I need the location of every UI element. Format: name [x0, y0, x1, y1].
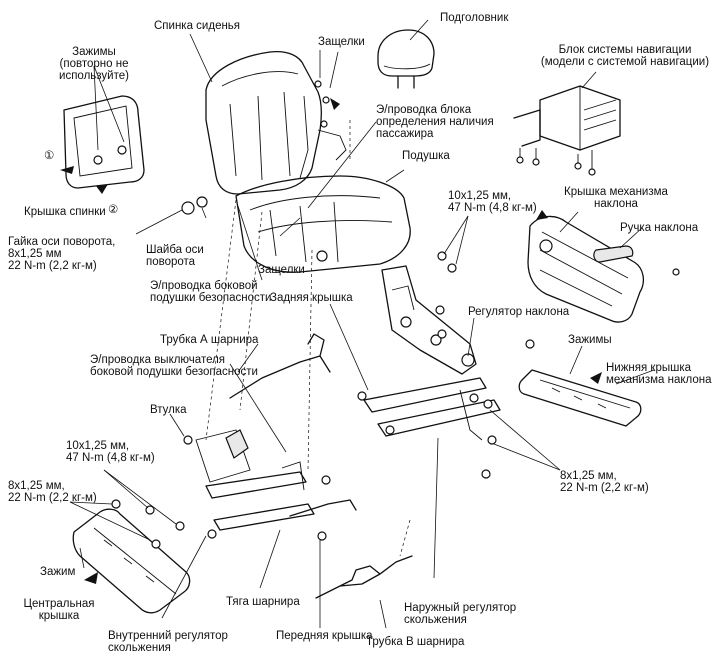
recline-cover-part — [527, 210, 645, 323]
arrow-occupant — [330, 98, 340, 110]
label-cushion: Подушка — [402, 150, 450, 162]
label-bolt-spec-8-left: 8x1,25 мм, 22 N-m (2,2 кг-м) — [8, 480, 97, 504]
label-tube-b: Трубка В шарнира — [366, 636, 465, 648]
label-link-rod: Тяга шарнира — [226, 596, 300, 608]
label-pivot-nut: Гайка оси поворота, 8x1,25 мм 22 N-m (2,… — [8, 236, 116, 272]
bolts-group — [111, 196, 680, 549]
label-num-2: ② — [108, 204, 119, 216]
label-occupant-wiring: Э/проводка блока определения наличия пас… — [376, 104, 494, 140]
label-inner-slide: Внутренний регулятор скольжения — [108, 630, 228, 654]
leader-lines — [69, 19, 655, 629]
label-nav-unit: Блок системы навигации (модели с системо… — [540, 44, 710, 68]
label-seat-back: Спинка сиденья — [154, 20, 241, 32]
label-clips-right: Зажимы — [568, 334, 612, 346]
label-recline-handle: Ручка наклона — [620, 222, 699, 234]
headrest-part — [377, 29, 435, 89]
label-back-cover: Крышка спинки — [24, 206, 106, 218]
tube-b-part — [315, 555, 413, 599]
lower-recline-cover-part — [518, 369, 642, 427]
label-lower-recline-cover: Нижняя крышка механизма наклона — [606, 362, 712, 386]
nav-unit-part — [513, 85, 621, 176]
center-cover-part — [72, 508, 191, 614]
label-clip: Зажим — [40, 566, 76, 578]
label-clips-reuse: Зажимы (повторно не используйте) — [59, 46, 129, 82]
label-bolt-spec-upper: 10x1,25 мм, 47 N-m (4,8 кг-м) — [448, 190, 537, 214]
label-airbag-switch-wiring: Э/проводка выключателя боковой подушки б… — [90, 354, 258, 378]
label-bolt-spec-left: 10x1,25 мм, 47 N-m (4,8 кг-м) — [66, 440, 155, 464]
label-num-1: ① — [44, 150, 55, 162]
label-center-cover: Центральная крышка — [23, 598, 95, 622]
label-latches-top: Защелки — [318, 36, 365, 48]
label-front-cover: Передняя крышка — [276, 630, 373, 642]
label-tube-a: Трубка А шарнира — [160, 334, 259, 346]
label-recline-adjuster: Регулятор наклона — [468, 306, 570, 318]
back-cover-part — [60, 95, 145, 194]
link-rod-part — [289, 499, 357, 517]
rails-part — [195, 377, 501, 531]
label-outer-slide: Наружный регулятор скольжения — [404, 602, 517, 626]
cushion-part — [235, 175, 411, 273]
recline-handle-part — [593, 245, 634, 263]
label-pivot-washer: Шайба оси поворота — [146, 244, 204, 268]
label-rear-cover: Задняя крышка — [270, 292, 353, 304]
label-recline-cover: Крышка механизма наклона — [564, 186, 668, 210]
tube-a-part — [229, 333, 331, 399]
alignment-lines — [205, 120, 411, 557]
label-bushing: Втулка — [150, 404, 187, 416]
recline-frame-part — [381, 265, 477, 375]
label-latches-bottom: Защелки — [258, 264, 305, 276]
seat-back-part — [205, 50, 347, 195]
label-headrest: Подголовник — [440, 12, 509, 24]
label-bolt-spec-8-right: 8x1,25 мм, 22 N-m (2,2 кг-м) — [560, 470, 649, 494]
label-side-airbag-wiring: Э/проводка боковой подушки безопасности — [150, 280, 272, 304]
